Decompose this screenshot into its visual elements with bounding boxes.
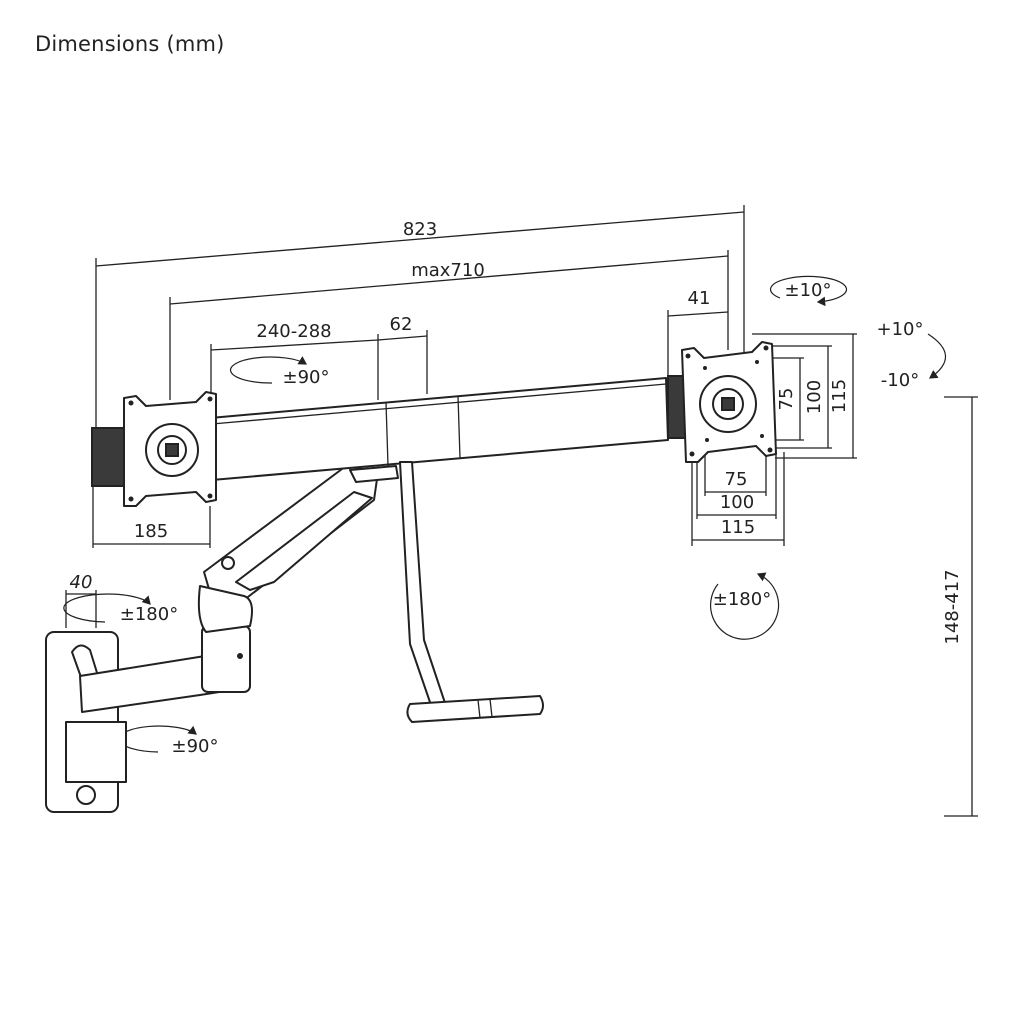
rotate-arrow-icon	[709, 572, 780, 640]
handle-stem	[399, 461, 447, 709]
vesa-v100: 100	[804, 380, 825, 414]
dim-height-range: 148-417	[942, 569, 963, 644]
wall-hook	[71, 644, 99, 681]
vesa-v115: 115	[829, 379, 850, 413]
rotation-indicators: ±10° +10° -10° ±90° ±180° ±180° ±90°	[63, 275, 947, 757]
dim-clamp-width: 62	[390, 314, 413, 335]
rotate-arrow-icon	[769, 275, 848, 307]
vesa-h100: 100	[720, 492, 754, 513]
wall-bracket	[65, 721, 127, 783]
rot-rotate-right: ±180°	[713, 589, 771, 610]
crossbar	[209, 377, 669, 481]
gas-spring	[235, 491, 373, 591]
arm-joint	[201, 625, 251, 693]
handle-grip	[406, 695, 544, 723]
vesa-h115: 115	[721, 517, 755, 538]
dim-max-span: max710	[411, 260, 485, 281]
arm-pivot	[221, 556, 235, 570]
vesa-h75: 75	[725, 469, 748, 490]
tilt-arrow-icon	[927, 333, 947, 379]
dim-wall-depth: 40	[70, 572, 93, 593]
monitor-mount	[45, 341, 777, 813]
rot-rotate-left: ±180°	[120, 604, 178, 625]
dim-arm-length: 240-288	[256, 321, 331, 342]
dimension-labels: 823 max710 240-288 62 41 185 40 148-417 …	[70, 219, 963, 645]
dimension-lines	[65, 205, 978, 817]
dim-right-offset: 41	[688, 288, 711, 309]
dim-overall-width: 823	[403, 219, 437, 240]
crossbar-clamp	[349, 465, 399, 483]
dim-left-offset: 185	[134, 521, 168, 542]
rot-wall-swivel: ±90°	[172, 736, 219, 757]
upper-arm	[203, 465, 379, 607]
rotate-arrow-icon	[63, 593, 151, 623]
rot-swivel-top-right: ±10°	[785, 280, 832, 301]
rot-arm-swivel: ±90°	[283, 367, 330, 388]
elbow-joint	[197, 585, 253, 633]
joint-pin	[237, 653, 243, 659]
page-title: Dimensions (mm)	[35, 32, 225, 56]
vesa-v75: 75	[776, 388, 797, 411]
rotate-arrow-icon	[229, 356, 308, 384]
wall-screw-hole	[76, 785, 96, 805]
rot-tilt-down: -10°	[881, 370, 919, 391]
rot-tilt-up: +10°	[877, 319, 924, 340]
